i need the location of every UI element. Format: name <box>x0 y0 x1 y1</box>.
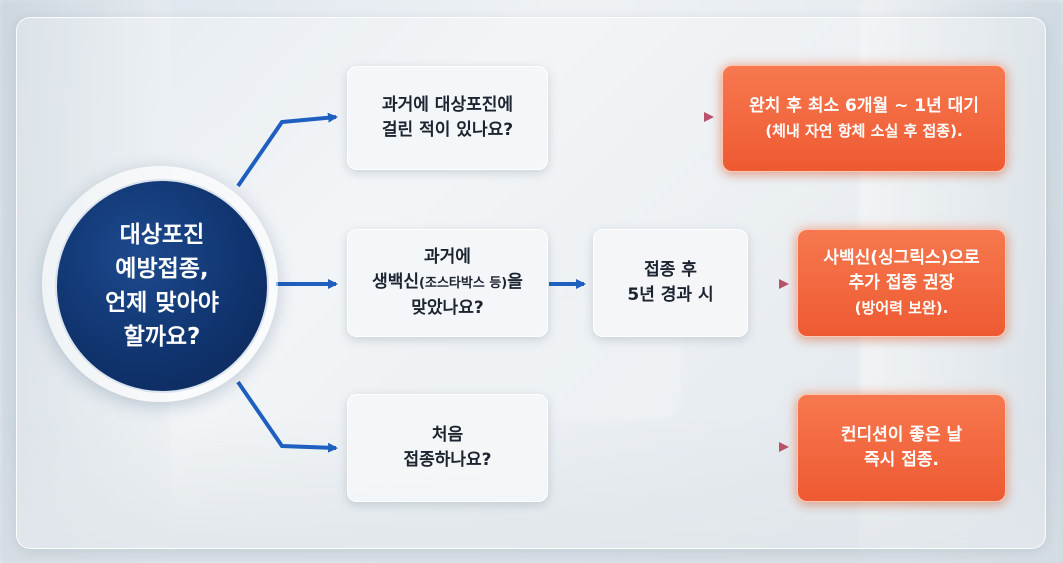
question-2-live-vaccine: 생백신 <box>372 272 420 292</box>
question-2-line1: 과거에 <box>424 247 471 267</box>
question-2-line3: 맞았나요? <box>411 298 484 318</box>
question-2-example: (조스타박스 등) <box>419 276 508 291</box>
middle-box-5-years: 접종 후 5년 경과 시 <box>593 229 748 337</box>
question-1-line2: 걸린 적이 있나요? <box>381 120 514 140</box>
question-1-line1: 과거에 대상포진에 <box>381 95 514 115</box>
question-2-particle: 을 <box>507 272 523 292</box>
outcome-3-line1: 컨디션이 좋은 날 <box>840 425 963 445</box>
question-box-live-vaccine: 과거에 생백신(조스타박스 등)을 맞았나요? <box>347 229 548 337</box>
outcome-3-line2: 즉시 접종. <box>864 450 939 470</box>
question-3-line2: 접종하나요? <box>403 450 492 470</box>
outcome-box-immediate: 컨디션이 좋은 날 즉시 접종. <box>797 394 1006 502</box>
outcome-1-line2: (체내 자연 항체 소실 후 접종). <box>765 121 963 140</box>
outcome-2-line2: 추가 접종 권장 <box>848 272 955 293</box>
arrow-to-q3 <box>236 380 338 453</box>
middle-line2: 5년 경과 시 <box>627 285 714 305</box>
center-circle: 대상포진 예방접종, 언제 맞아야 할까요? <box>55 179 269 393</box>
middle-line1: 접종 후 <box>644 260 697 280</box>
arrow-to-q1 <box>236 112 338 188</box>
outcome-2-line1: 사백신(싱그릭스)으로 <box>823 247 980 268</box>
question-3-line1: 처음 <box>431 425 464 445</box>
outcome-2-line3: (방어력 보완). <box>854 298 949 317</box>
question-2-line2: 생백신(조스타박스 등)을 <box>372 270 523 296</box>
outcome-box-wait: 완치 후 최소 6개월 ~ 1년 대기 (체내 자연 항체 소실 후 접종). <box>722 65 1006 172</box>
question-box-first-dose: 처음 접종하나요? <box>347 394 548 502</box>
outcome-1-line1: 완치 후 최소 6개월 ~ 1년 대기 <box>749 95 979 116</box>
question-box-prior-shingles: 과거에 대상포진에 걸린 적이 있나요? <box>347 66 548 170</box>
center-title: 대상포진 예방접종, 언제 맞아야 할까요? <box>105 222 219 350</box>
outcome-box-shingrix: 사백신(싱그릭스)으로 추가 접종 권장 (방어력 보완). <box>797 229 1006 337</box>
